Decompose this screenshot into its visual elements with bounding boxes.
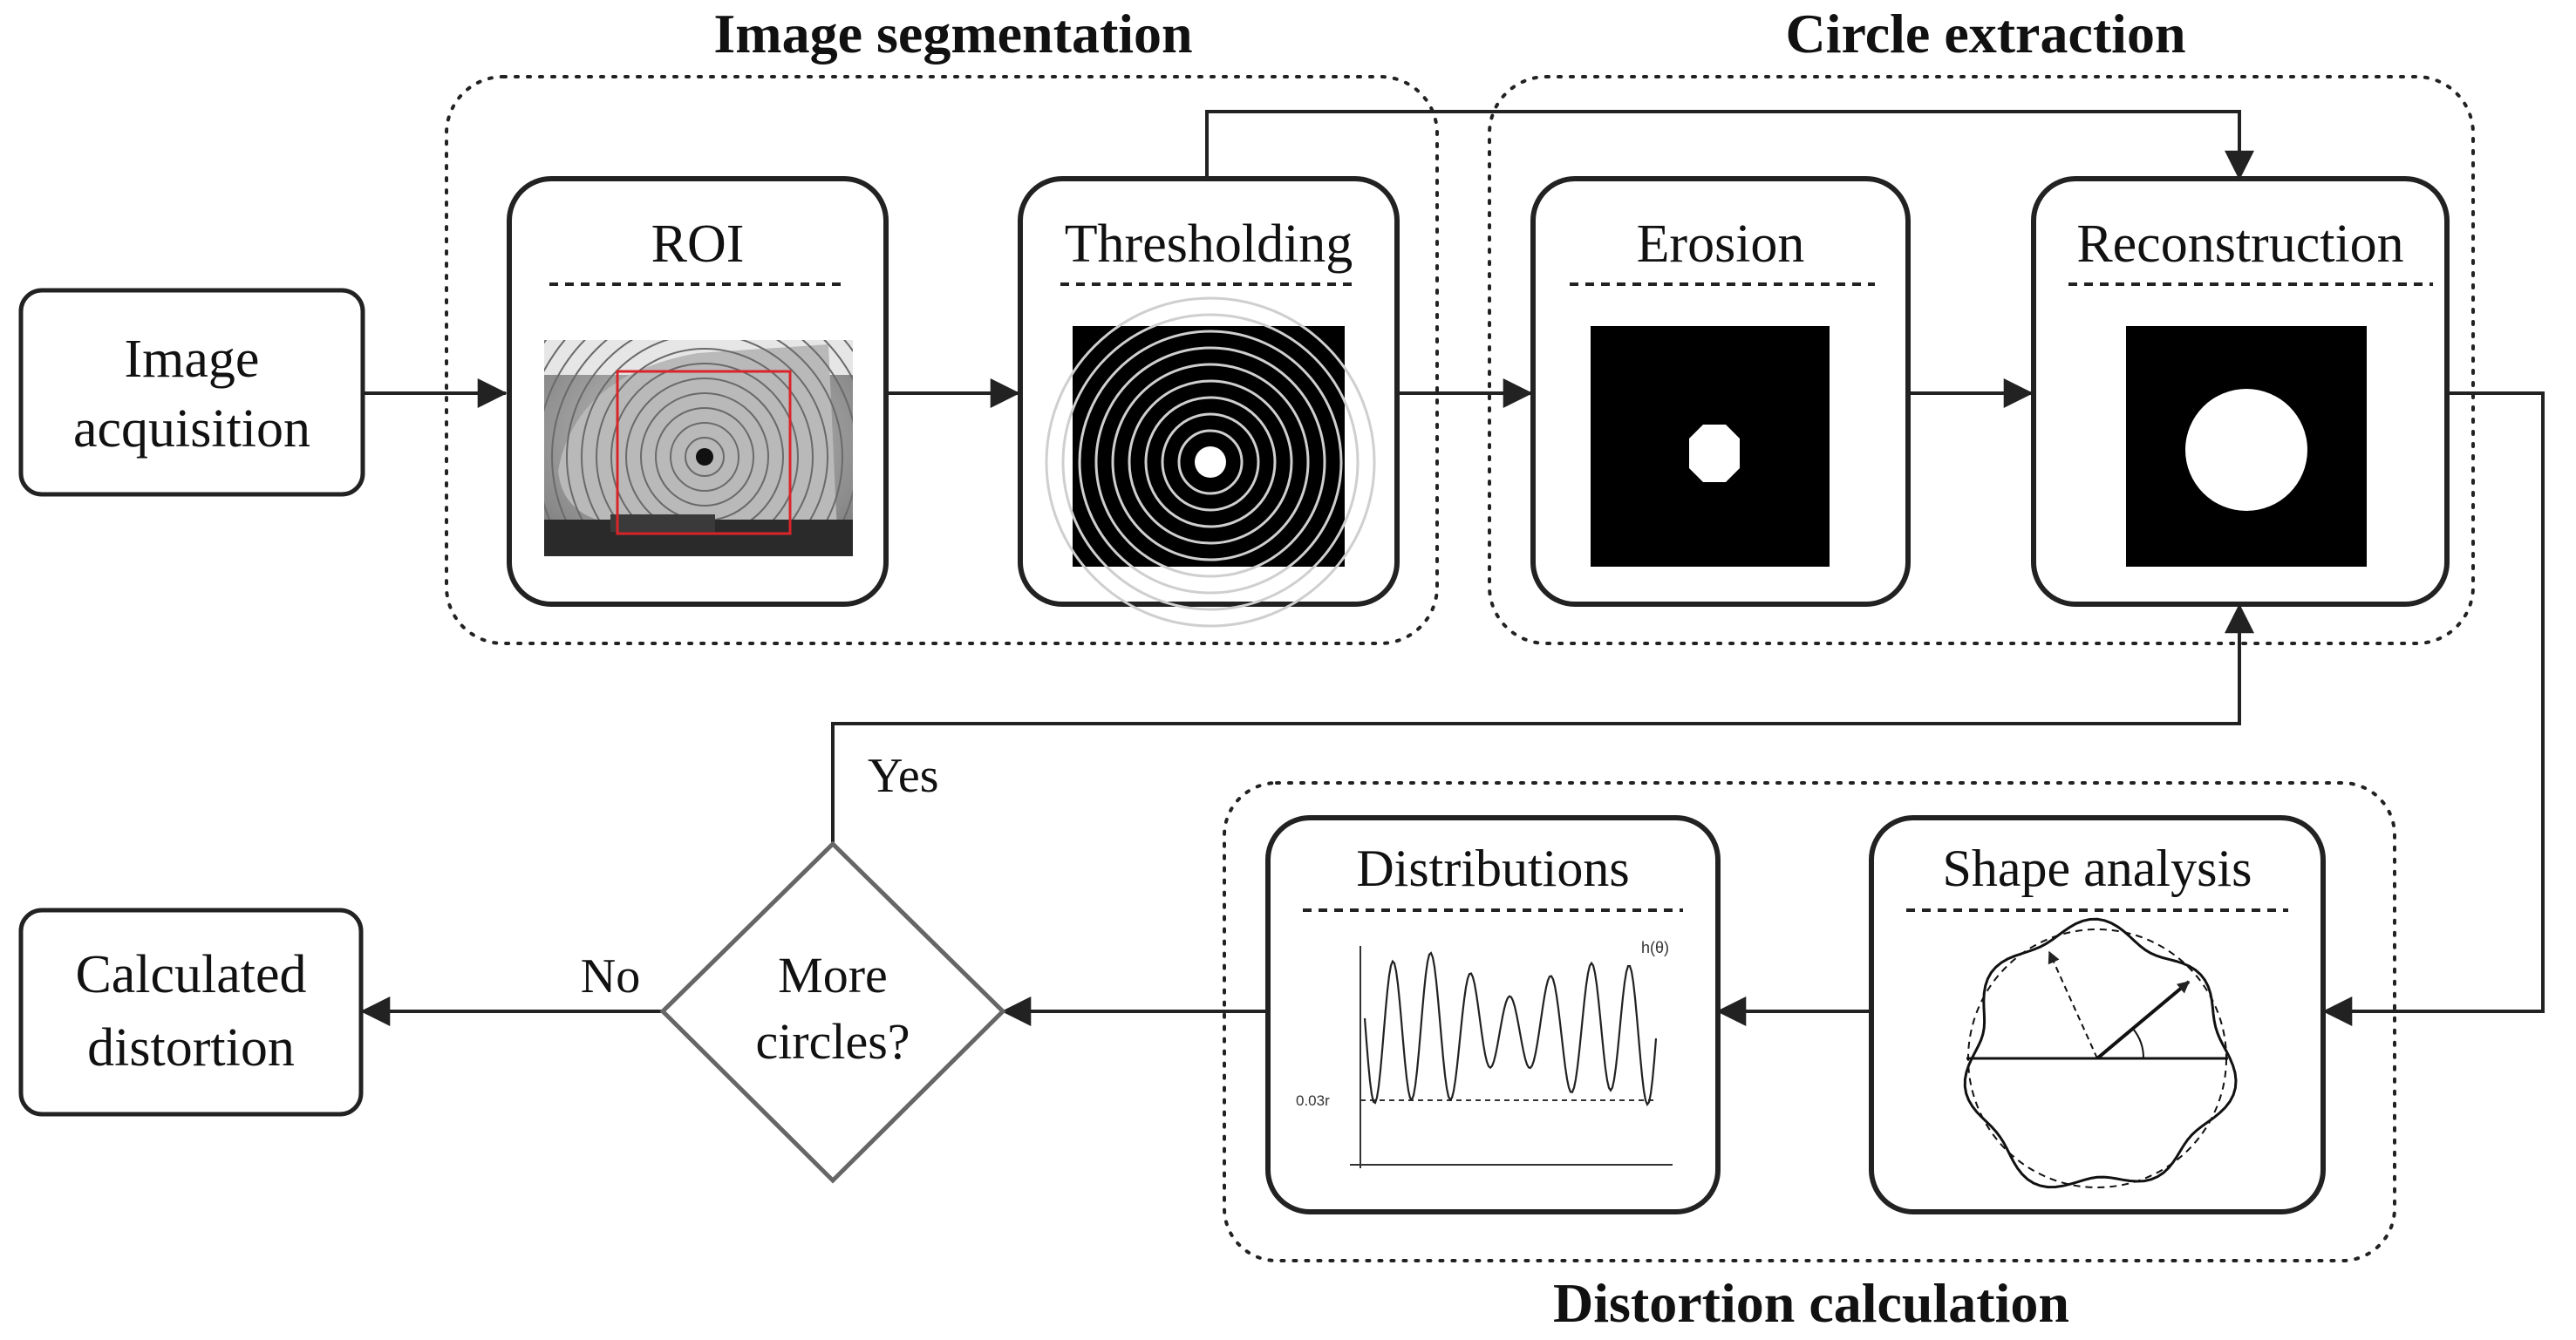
shape-analysis-figure <box>1963 917 2238 1189</box>
group-circle-extraction <box>1488 75 2475 645</box>
group-title-segmentation: Image segmentation <box>713 3 1192 65</box>
edge-thresholding-reconstruction <box>1205 110 2254 180</box>
reconstruction-disc <box>2185 389 2307 511</box>
node-decision-label-2: circles? <box>755 1013 910 1070</box>
node-erosion: Erosion <box>1530 176 1911 607</box>
node-decision: More circles? <box>659 840 1006 1184</box>
node-distributions-title: Distributions <box>1356 840 1629 897</box>
node-roi: ROI <box>507 176 889 607</box>
connectors <box>360 110 2545 1026</box>
plot-threshold-label: 0.03r <box>1296 1092 1330 1109</box>
node-thresholding: Thresholding <box>1018 176 1400 628</box>
node-image-acquisition-label-1: Image <box>125 330 260 389</box>
edge-label-yes: Yes <box>868 749 938 803</box>
node-shape-analysis: Shape analysis <box>1869 815 2326 1214</box>
plot-signal <box>1363 951 1658 1106</box>
plot-func-label: h(θ) <box>1641 939 1669 956</box>
node-roi-title: ROI <box>651 214 745 274</box>
node-image-acquisition: Image acquisition <box>18 288 365 497</box>
edge-reconstruction-shape <box>2322 391 2545 1026</box>
group-title-distortion: Distortion calculation <box>1553 1272 2069 1334</box>
node-distributions: Distributions 0.03r h(θ) <box>1265 815 1721 1214</box>
node-decision-label-1: More <box>778 947 888 1003</box>
node-reconstruction-title: Reconstruction <box>2076 214 2403 274</box>
group-distortion-calculation <box>1223 781 2396 1262</box>
node-result-label-1: Calculated <box>75 945 306 1004</box>
node-calculated-distortion: Calculated distortion <box>18 908 364 1117</box>
edge-label-no: No <box>581 949 640 1003</box>
node-thresholding-title: Thresholding <box>1065 214 1353 274</box>
node-result-label-2: distortion <box>87 1018 295 1078</box>
distribution-plot: 0.03r h(θ) <box>1296 939 1673 1168</box>
edge-decision-reconstruction <box>831 603 2254 842</box>
node-reconstruction: Reconstruction <box>2031 176 2450 607</box>
group-image-segmentation <box>445 75 1439 645</box>
roi-photo <box>544 340 853 556</box>
node-erosion-title: Erosion <box>1637 214 1805 274</box>
erosion-blob <box>1689 425 1740 482</box>
node-shape-analysis-title: Shape analysis <box>1943 840 2252 897</box>
node-image-acquisition-label-2: acquisition <box>73 399 310 459</box>
group-title-circle: Circle extraction <box>1785 3 2185 65</box>
